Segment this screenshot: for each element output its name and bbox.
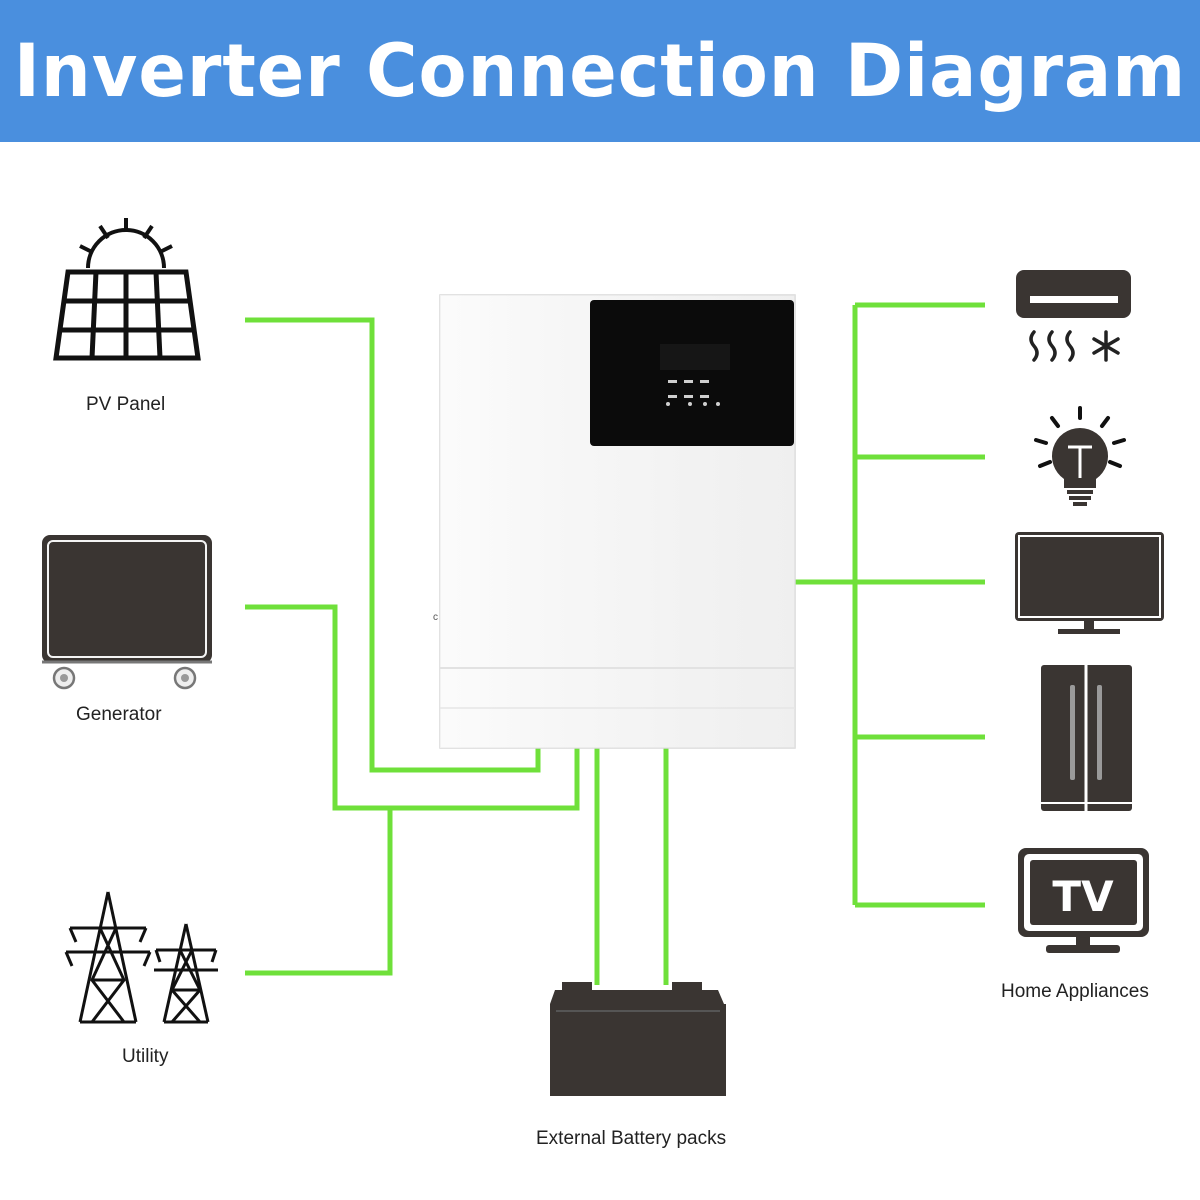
- generator-icon: [42, 535, 212, 690]
- air-conditioner-icon: [1016, 270, 1131, 362]
- solar-panel-icon: [53, 218, 201, 361]
- svg-text:c: c: [433, 612, 438, 623]
- large-tower: [64, 891, 152, 1024]
- generator-wire: [245, 604, 580, 811]
- sun-icon: [79, 218, 173, 269]
- inverter-display: [590, 300, 794, 446]
- power-tower-icon: [64, 891, 218, 1024]
- diagram-title: Inverter Connection Diagram: [13, 27, 1187, 115]
- battery-icon: [550, 982, 726, 1096]
- monitor-icon: [1015, 532, 1164, 634]
- tv-icon: TV: [1018, 848, 1149, 953]
- light-bulb-icon: [1034, 406, 1126, 506]
- connection-wires: [245, 302, 985, 985]
- battery-label: External Battery packs: [536, 1128, 727, 1149]
- utility-wire: [245, 808, 393, 976]
- pv-panel-label: PV Panel: [86, 394, 166, 415]
- generator-label: Generator: [76, 704, 162, 725]
- pv-wire: [245, 317, 541, 773]
- title-banner: Inverter Connection Diagram: [0, 0, 1200, 142]
- refrigerator-icon: [1041, 665, 1132, 811]
- display-digits: [666, 380, 720, 406]
- inverter-unit: c: [433, 294, 796, 749]
- utility-label: Utility: [122, 1046, 169, 1067]
- appliances-label: Home Appliances: [1001, 981, 1149, 1002]
- tv-screen-text: TV: [1052, 872, 1114, 921]
- small-tower: [154, 923, 218, 1024]
